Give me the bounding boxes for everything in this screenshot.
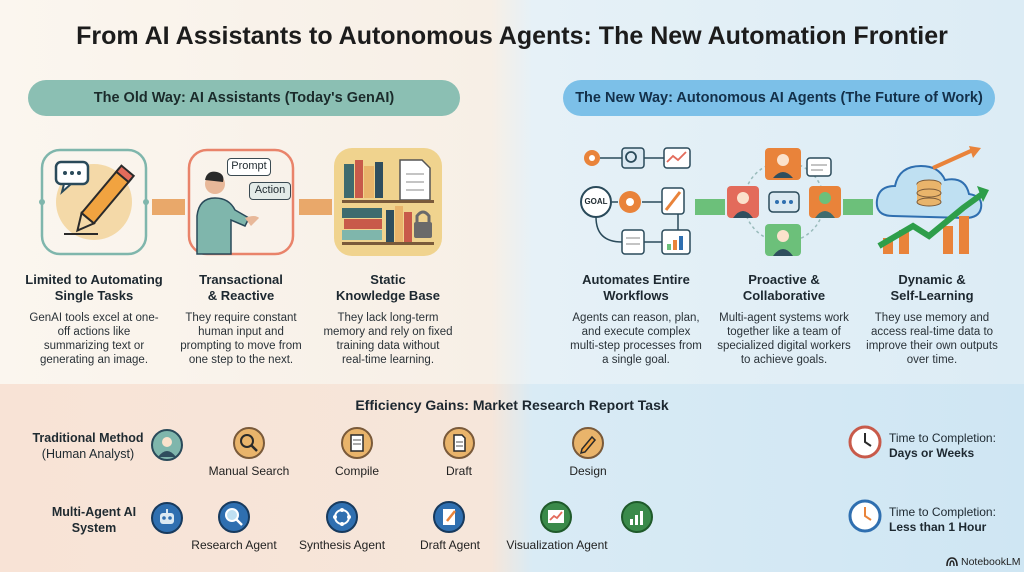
research-agent-icon xyxy=(218,501,250,533)
cloud-growth-icon xyxy=(873,146,993,258)
synthesis-agent-icon xyxy=(326,501,358,533)
step-synthesis-agent: Synthesis Agent xyxy=(298,538,386,552)
old-col-transactional: Transactional & Reactive They require co… xyxy=(166,272,316,367)
clock-slow-icon xyxy=(848,425,882,459)
column-title: Transactional & Reactive xyxy=(199,272,283,303)
row-label-sub: (Human Analyst) xyxy=(41,447,135,461)
notebooklm-logo-icon xyxy=(946,557,958,567)
column-description: They require constant human input and pr… xyxy=(180,312,302,366)
new-way-heading: The New Way: Autonomous AI Agents (The F… xyxy=(563,80,995,116)
multi-agent-time-to-completion: Time to Completion: Less than 1 Hour xyxy=(889,505,996,535)
time-value: Less than 1 Hour xyxy=(889,520,987,534)
prompt-chip: Prompt xyxy=(227,158,271,176)
action-chip: Action xyxy=(249,182,291,200)
workflow-goal-icon: GOAL xyxy=(578,146,698,258)
traditional-method-label: Traditional Method (Human Analyst) xyxy=(22,430,154,462)
new-col-collaborative: Proactive & Collaborative Multi-agent sy… xyxy=(709,272,859,367)
prompt-person-icon: Prompt Action xyxy=(185,146,297,258)
goal-label: GOAL xyxy=(584,197,608,206)
multi-agent-system-label: Multi-Agent AI System xyxy=(51,505,137,535)
step-draft: Draft xyxy=(445,464,472,478)
notebooklm-brand: NotebookLM xyxy=(946,556,1021,568)
time-label: Time to Completion: xyxy=(889,431,996,445)
column-title: Dynamic & Self-Learning xyxy=(890,272,974,303)
traditional-time-to-completion: Time to Completion: Days or Weeks xyxy=(889,431,996,461)
step-draft-agent: Draft Agent xyxy=(419,538,481,552)
column-description: They lack long-term memory and rely on f… xyxy=(323,312,453,366)
old-col-limited-tasks: Limited to Automating Single Tasks GenAI… xyxy=(19,272,169,367)
connector-bar xyxy=(299,199,332,215)
draft-document-icon xyxy=(443,427,475,459)
column-title: Limited to Automating Single Tasks xyxy=(25,272,163,303)
compile-document-icon xyxy=(341,427,373,459)
step-compile: Compile xyxy=(334,464,379,478)
brand-label: NotebookLM xyxy=(961,556,1021,568)
human-analyst-icon xyxy=(151,429,183,461)
chart-output-icon xyxy=(621,501,653,533)
step-manual-search: Manual Search xyxy=(208,464,290,478)
multi-agent-team-icon xyxy=(725,146,843,258)
efficiency-title: Efficiency Gains: Market Research Report… xyxy=(355,397,669,413)
step-design: Design xyxy=(569,464,607,478)
column-title: Proactive & Collaborative xyxy=(742,272,826,303)
column-title: Automates Entire Workflows xyxy=(582,272,690,303)
column-description: Agents can reason, plan, and execute com… xyxy=(570,312,702,366)
time-label: Time to Completion: xyxy=(889,505,996,519)
connector-bar xyxy=(695,199,725,215)
draft-agent-icon xyxy=(433,501,465,533)
design-pencil-icon xyxy=(572,427,604,459)
connector-bar xyxy=(843,199,873,215)
manual-search-icon xyxy=(233,427,265,459)
column-title: Static Knowledge Base xyxy=(335,272,441,303)
old-col-static-knowledge: Static Knowledge Base They lack long-ter… xyxy=(313,272,463,367)
column-description: They use memory and access real-time dat… xyxy=(866,312,998,366)
new-col-workflows: Automates Entire Workflows Agents can re… xyxy=(561,272,711,367)
books-knowledge-icon xyxy=(332,146,444,258)
time-value: Days or Weeks xyxy=(889,446,975,460)
visualization-agent-icon xyxy=(540,501,572,533)
connector-bar xyxy=(152,199,185,215)
step-visualization-agent: Visualization Agent xyxy=(506,538,608,552)
efficiency-background xyxy=(0,384,1024,572)
column-description: Multi-agent systems work together like a… xyxy=(717,312,851,366)
column-description: GenAI tools excel at one- off actions li… xyxy=(29,312,159,366)
page-title: From AI Assistants to Autonomous Agents:… xyxy=(76,22,948,50)
pencil-task-icon xyxy=(38,146,150,258)
new-col-self-learning: Dynamic & Self-Learning They use memory … xyxy=(857,272,1007,367)
step-research-agent: Research Agent xyxy=(191,538,277,552)
robot-agent-icon xyxy=(151,502,183,534)
row-label-bold: Traditional Method xyxy=(32,431,144,445)
old-way-heading: The Old Way: AI Assistants (Today's GenA… xyxy=(28,80,460,116)
clock-fast-icon xyxy=(848,499,882,533)
